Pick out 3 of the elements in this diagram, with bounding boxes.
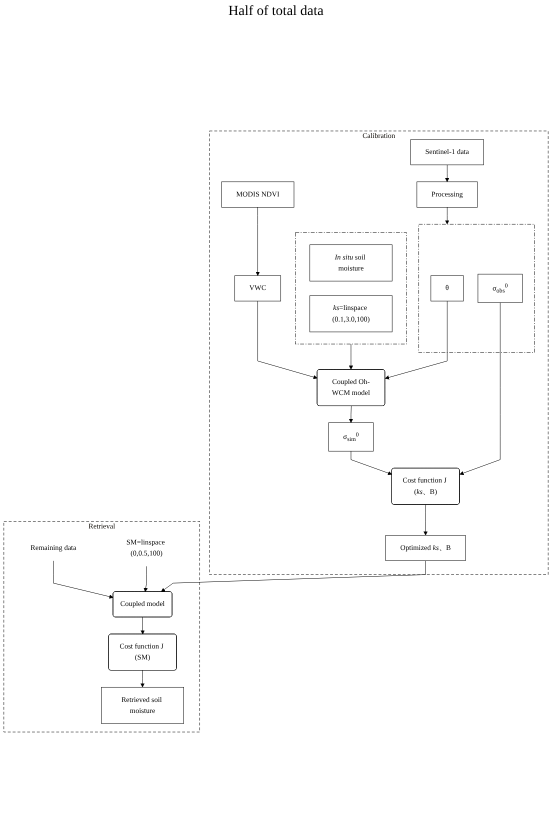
cluster (418, 224, 535, 353)
cluster (295, 232, 407, 344)
note-text: Half of total data (228, 4, 324, 20)
